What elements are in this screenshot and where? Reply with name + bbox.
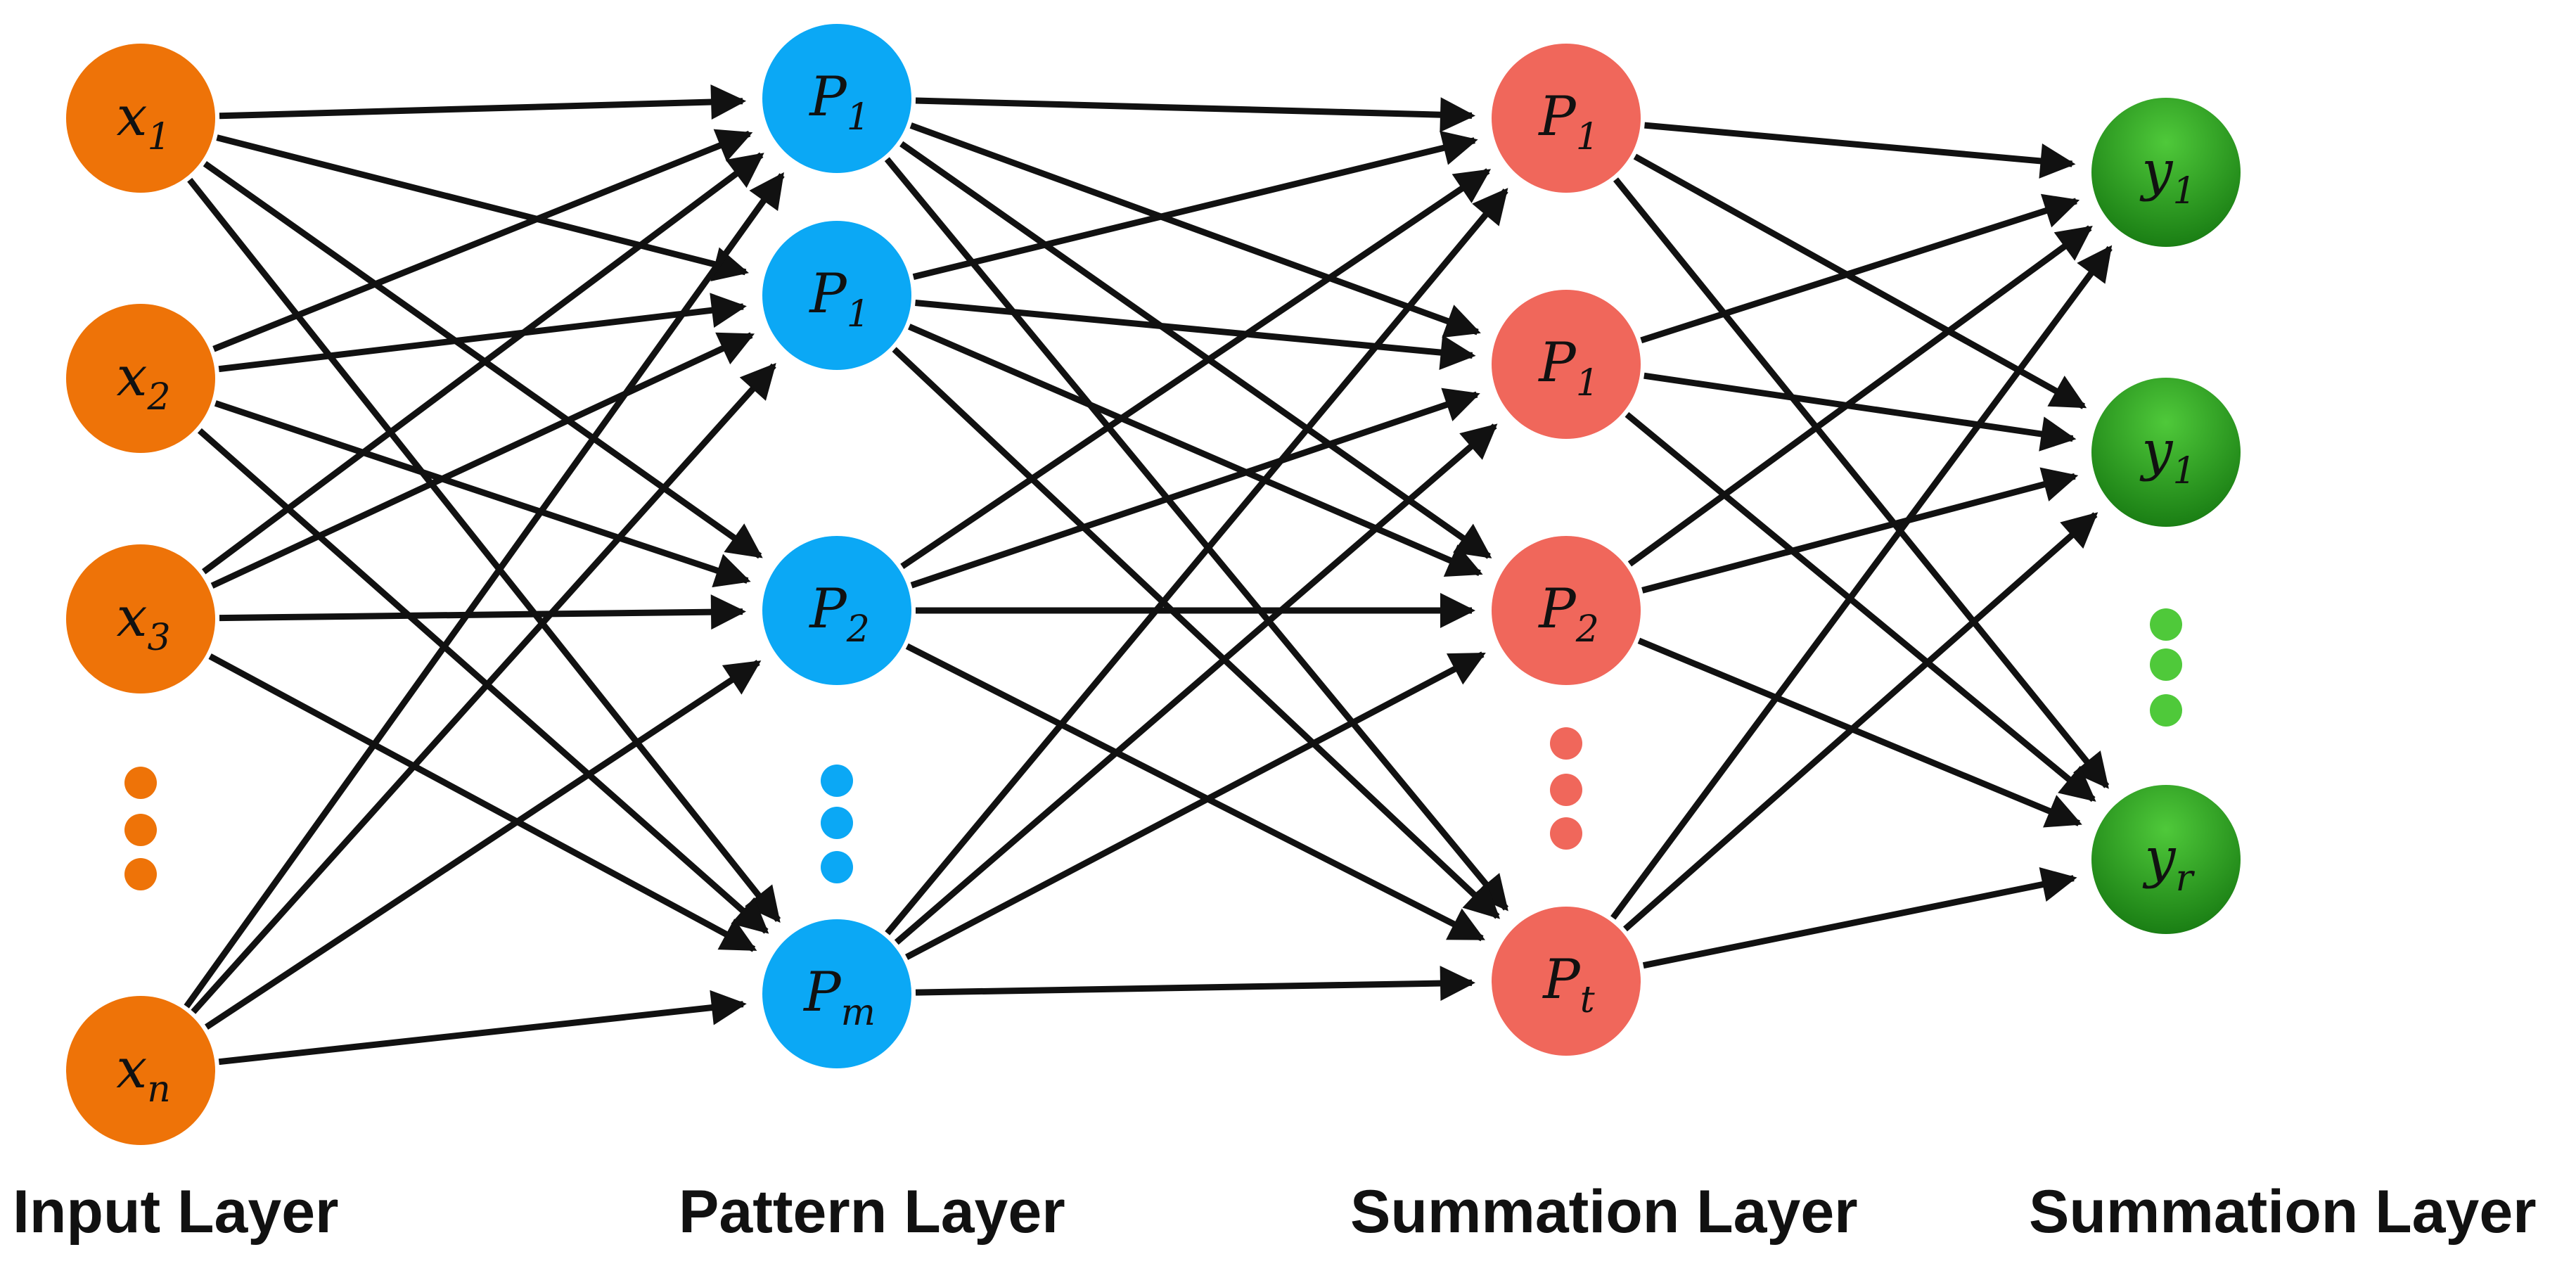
edge-l1n0-to-l2n1 xyxy=(909,122,1481,338)
edge-l0n1-to-l1n0 xyxy=(212,129,753,352)
layer-1-node-1-label: P1 xyxy=(808,262,870,335)
layer-0-node-2-label: x3 xyxy=(116,586,170,659)
layer-0-node-2 xyxy=(66,544,215,693)
edge-l0n1-to-l1n4 xyxy=(197,428,769,934)
edge-l2n4-to-l3n0 xyxy=(1610,245,2113,920)
layer-3-node-1-label: y1 xyxy=(2139,419,2196,492)
edge-l1n0-to-l2n0 xyxy=(915,97,1475,133)
layer-2-node-1 xyxy=(1492,290,1641,439)
edge-l1n1-to-l2n0 xyxy=(912,130,1478,280)
edge-l1n4-to-l2n0 xyxy=(885,188,1508,935)
edge-l0n1-to-l1n2 xyxy=(214,400,751,588)
layer-3-node-3 xyxy=(2091,785,2241,934)
edge-l1n4-to-l2n2 xyxy=(905,651,1486,960)
edge-l2n1-to-l3n1 xyxy=(1643,372,2077,452)
edge-l1n2-to-l2n0 xyxy=(900,168,1492,570)
edge-l1n4-to-l2n4 xyxy=(915,966,1475,1002)
edge-l2n4-to-l3n3 xyxy=(1642,867,2077,969)
layer-1-ellipsis-dot-1 xyxy=(821,807,853,839)
layer-2-ellipsis-dot-1 xyxy=(1550,774,1582,806)
pattern-layer-title: Pattern Layer xyxy=(679,1178,1065,1246)
edge-l0n2-to-l1n4 xyxy=(208,653,757,952)
edge-l1n0-to-l2n4 xyxy=(884,157,1509,912)
edge-l0n4-to-l1n4 xyxy=(218,990,747,1066)
layer-2-ellipsis-dot-2 xyxy=(1550,817,1582,850)
edge-l1n1-to-l2n4 xyxy=(892,347,1501,919)
layer-3-node-3-label: yr xyxy=(2143,826,2196,900)
edge-l1n0-to-l2n2 xyxy=(899,141,1492,559)
layer-3-ellipsis-dot-2 xyxy=(2150,694,2182,727)
layer-2-ellipsis-dot-0 xyxy=(1550,727,1582,760)
output-summation-layer-title: Summation Layer xyxy=(2029,1178,2537,1246)
edges-group xyxy=(184,84,2113,1066)
edge-l2n0-to-l3n0 xyxy=(1644,122,2076,179)
layer-1-node-0-label: P1 xyxy=(808,65,870,139)
edge-l0n0-to-l1n0 xyxy=(219,84,747,120)
edge-l2n0-to-l3n3 xyxy=(1613,177,2110,789)
edge-l0n4-to-l1n0 xyxy=(184,172,785,1009)
edge-l1n4-to-l2n1 xyxy=(894,423,1498,945)
edge-l2n2-to-l3n0 xyxy=(1627,225,2093,567)
edge-l0n0-to-l1n1 xyxy=(216,134,749,282)
layer-0-node-0-label: x1 xyxy=(116,85,170,158)
layer-0-ellipsis-dot-1 xyxy=(124,814,157,846)
edge-l2n2-to-l3n1 xyxy=(1641,467,2079,594)
edge-l1n2-to-l2n4 xyxy=(905,643,1485,942)
edge-l0n0-to-l1n4 xyxy=(187,177,781,923)
layer-1-node-2-label: P2 xyxy=(808,577,870,651)
edge-l2n1-to-l3n0 xyxy=(1640,193,2080,344)
layer-1-node-0 xyxy=(762,24,911,173)
edge-l2n2-to-l3n3 xyxy=(1637,637,2082,828)
edge-l0n4-to-l1n2 xyxy=(205,660,762,1030)
layer-2-node-4 xyxy=(1492,907,1641,1056)
layer-3-ellipsis-dot-1 xyxy=(2150,648,2182,681)
layer-1-node-4-label: Pm xyxy=(802,961,876,1034)
edge-l2n4-to-l3n1 xyxy=(1623,512,2098,932)
layer-3-ellipsis-dot-0 xyxy=(2150,608,2182,641)
layer-0-ellipsis-dot-0 xyxy=(124,767,157,799)
layer-1-ellipsis-dot-2 xyxy=(821,851,853,883)
layer-2-node-0-label: P1 xyxy=(1537,85,1599,158)
edge-l2n1-to-l3n3 xyxy=(1625,411,2096,803)
edge-l1n1-to-l2n2 xyxy=(908,324,1483,577)
edge-l0n2-to-l1n1 xyxy=(210,332,755,589)
edge-l0n4-to-l1n1 xyxy=(191,362,776,1014)
input-layer-title: Input Layer xyxy=(13,1178,339,1246)
layer-2-node-2 xyxy=(1492,536,1641,685)
layer-0-node-4-label: xn xyxy=(116,1037,171,1111)
layer-2-node-4-label: Pt xyxy=(1542,948,1594,1021)
layer-3-node-0 xyxy=(2091,98,2241,247)
summation-layer-title: Summation Layer xyxy=(1350,1178,1858,1246)
layer-0-ellipsis-dot-2 xyxy=(124,858,157,890)
edge-l0n2-to-l1n0 xyxy=(202,152,764,575)
layer-0-node-1 xyxy=(66,304,215,453)
layer-2-node-2-label: P2 xyxy=(1537,577,1599,651)
layer-1-ellipsis-dot-0 xyxy=(821,765,853,797)
layer-3-node-1 xyxy=(2091,378,2241,527)
layer-0-node-0 xyxy=(66,44,215,193)
layer-0-node-4 xyxy=(66,996,215,1145)
layer-2-node-0 xyxy=(1492,44,1641,193)
layer-1-node-4 xyxy=(762,919,911,1068)
layer-0-node-1-label: x2 xyxy=(116,345,170,418)
edge-l1n2-to-l2n1 xyxy=(910,388,1480,589)
edge-l0n2-to-l1n2 xyxy=(219,594,746,630)
layer-1-node-1 xyxy=(762,221,911,370)
edge-l2n0-to-l3n1 xyxy=(1633,153,2087,409)
layer-2-node-1-label: P1 xyxy=(1537,331,1599,404)
layer-3-node-0-label: y1 xyxy=(2139,139,2196,212)
layer-1-node-2 xyxy=(762,536,911,685)
edge-l0n1-to-l1n1 xyxy=(218,293,747,373)
